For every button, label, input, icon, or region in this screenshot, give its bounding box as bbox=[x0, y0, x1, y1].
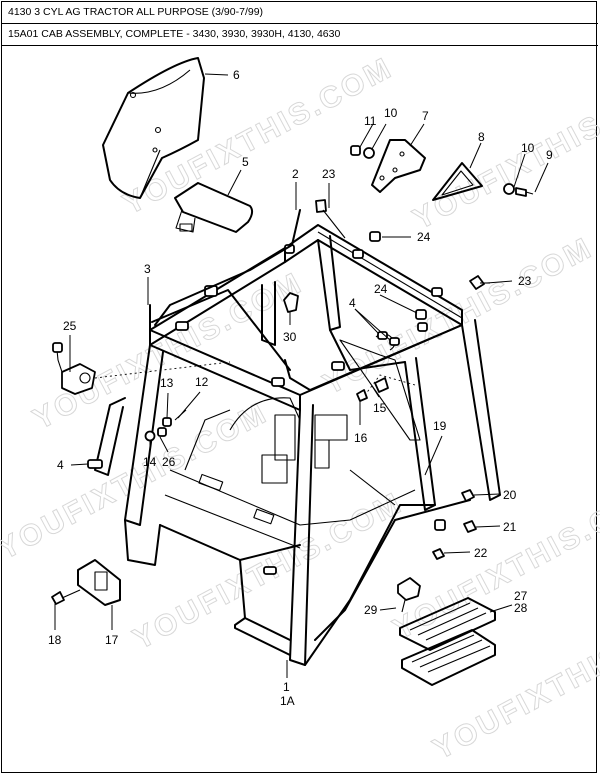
callout-22: 22 bbox=[474, 546, 488, 560]
callout-1a: 1A bbox=[280, 694, 295, 708]
callout-4: 4 bbox=[57, 458, 64, 472]
callout-15: 15 bbox=[373, 401, 387, 415]
part-17-step-bracket bbox=[51, 559, 121, 606]
callout-labels: 6 5 2 3 25 23 24 30 11 10 7 8 10 9 23 24… bbox=[48, 68, 553, 708]
watermark: YOUFIXTHIS.COM bbox=[408, 66, 600, 236]
callout-24: 24 bbox=[417, 230, 431, 244]
fasteners-9-10-11 bbox=[350, 145, 534, 197]
callout-23: 23 bbox=[322, 167, 336, 181]
part-25-lamp bbox=[52, 342, 96, 395]
part-24-nuts bbox=[369, 231, 428, 332]
page-title: 4130 3 CYL AG TRACTOR ALL PURPOSE (3/90-… bbox=[2, 2, 598, 24]
callout-12: 12 bbox=[195, 375, 209, 389]
callout-20: 20 bbox=[503, 488, 517, 502]
callout-19: 19 bbox=[433, 419, 447, 433]
callout-29: 29 bbox=[364, 603, 378, 617]
part-7-bracket bbox=[371, 139, 426, 193]
callout-16: 16 bbox=[354, 431, 368, 445]
callout-26: 26 bbox=[162, 455, 176, 469]
parts-20-21-22-nuts bbox=[432, 489, 477, 560]
part-27-28-steps bbox=[397, 577, 496, 686]
callout-9: 9 bbox=[546, 148, 553, 162]
callout-18: 18 bbox=[48, 633, 62, 647]
part-4-connectors bbox=[87, 331, 400, 469]
callout-27: 27 bbox=[514, 589, 528, 603]
callout-6: 6 bbox=[233, 68, 240, 82]
callout-10: 10 bbox=[521, 141, 535, 155]
callout-30: 30 bbox=[283, 330, 297, 344]
part-30-latch bbox=[283, 292, 299, 313]
part-23-screws bbox=[315, 199, 490, 290]
part-5-visor-plate bbox=[174, 182, 254, 233]
callout-8: 8 bbox=[478, 130, 485, 144]
callout-10: 10 bbox=[384, 106, 398, 120]
callout-24: 24 bbox=[374, 282, 388, 296]
callout-5: 5 bbox=[242, 155, 249, 169]
callout-21: 21 bbox=[503, 520, 517, 534]
watermark: YOUFIXTHIS.COM bbox=[428, 596, 600, 766]
callout-1: 1 bbox=[283, 680, 290, 694]
callout-23: 23 bbox=[518, 274, 532, 288]
part-6-side-panel bbox=[102, 57, 205, 199]
callout-3: 3 bbox=[144, 262, 151, 276]
dashed-leader bbox=[364, 374, 416, 396]
callout-14: 14 bbox=[143, 455, 157, 469]
page-subtitle: 15A01 CAB ASSEMBLY, COMPLETE - 3430, 393… bbox=[2, 24, 598, 46]
watermark: YOUFIXTHIS.COM bbox=[118, 51, 399, 221]
callout-17: 17 bbox=[105, 633, 119, 647]
part-8-triangle-plate bbox=[432, 162, 483, 201]
callout-25: 25 bbox=[63, 319, 77, 333]
callout-2: 2 bbox=[292, 167, 299, 181]
part-2-3-harness bbox=[149, 209, 301, 331]
callout-13: 13 bbox=[160, 376, 174, 390]
callout-4: 4 bbox=[349, 296, 356, 310]
callout-11: 11 bbox=[364, 114, 377, 128]
leader-lines bbox=[54, 73, 549, 678]
callout-28: 28 bbox=[514, 601, 528, 615]
callout-7: 7 bbox=[422, 109, 429, 123]
